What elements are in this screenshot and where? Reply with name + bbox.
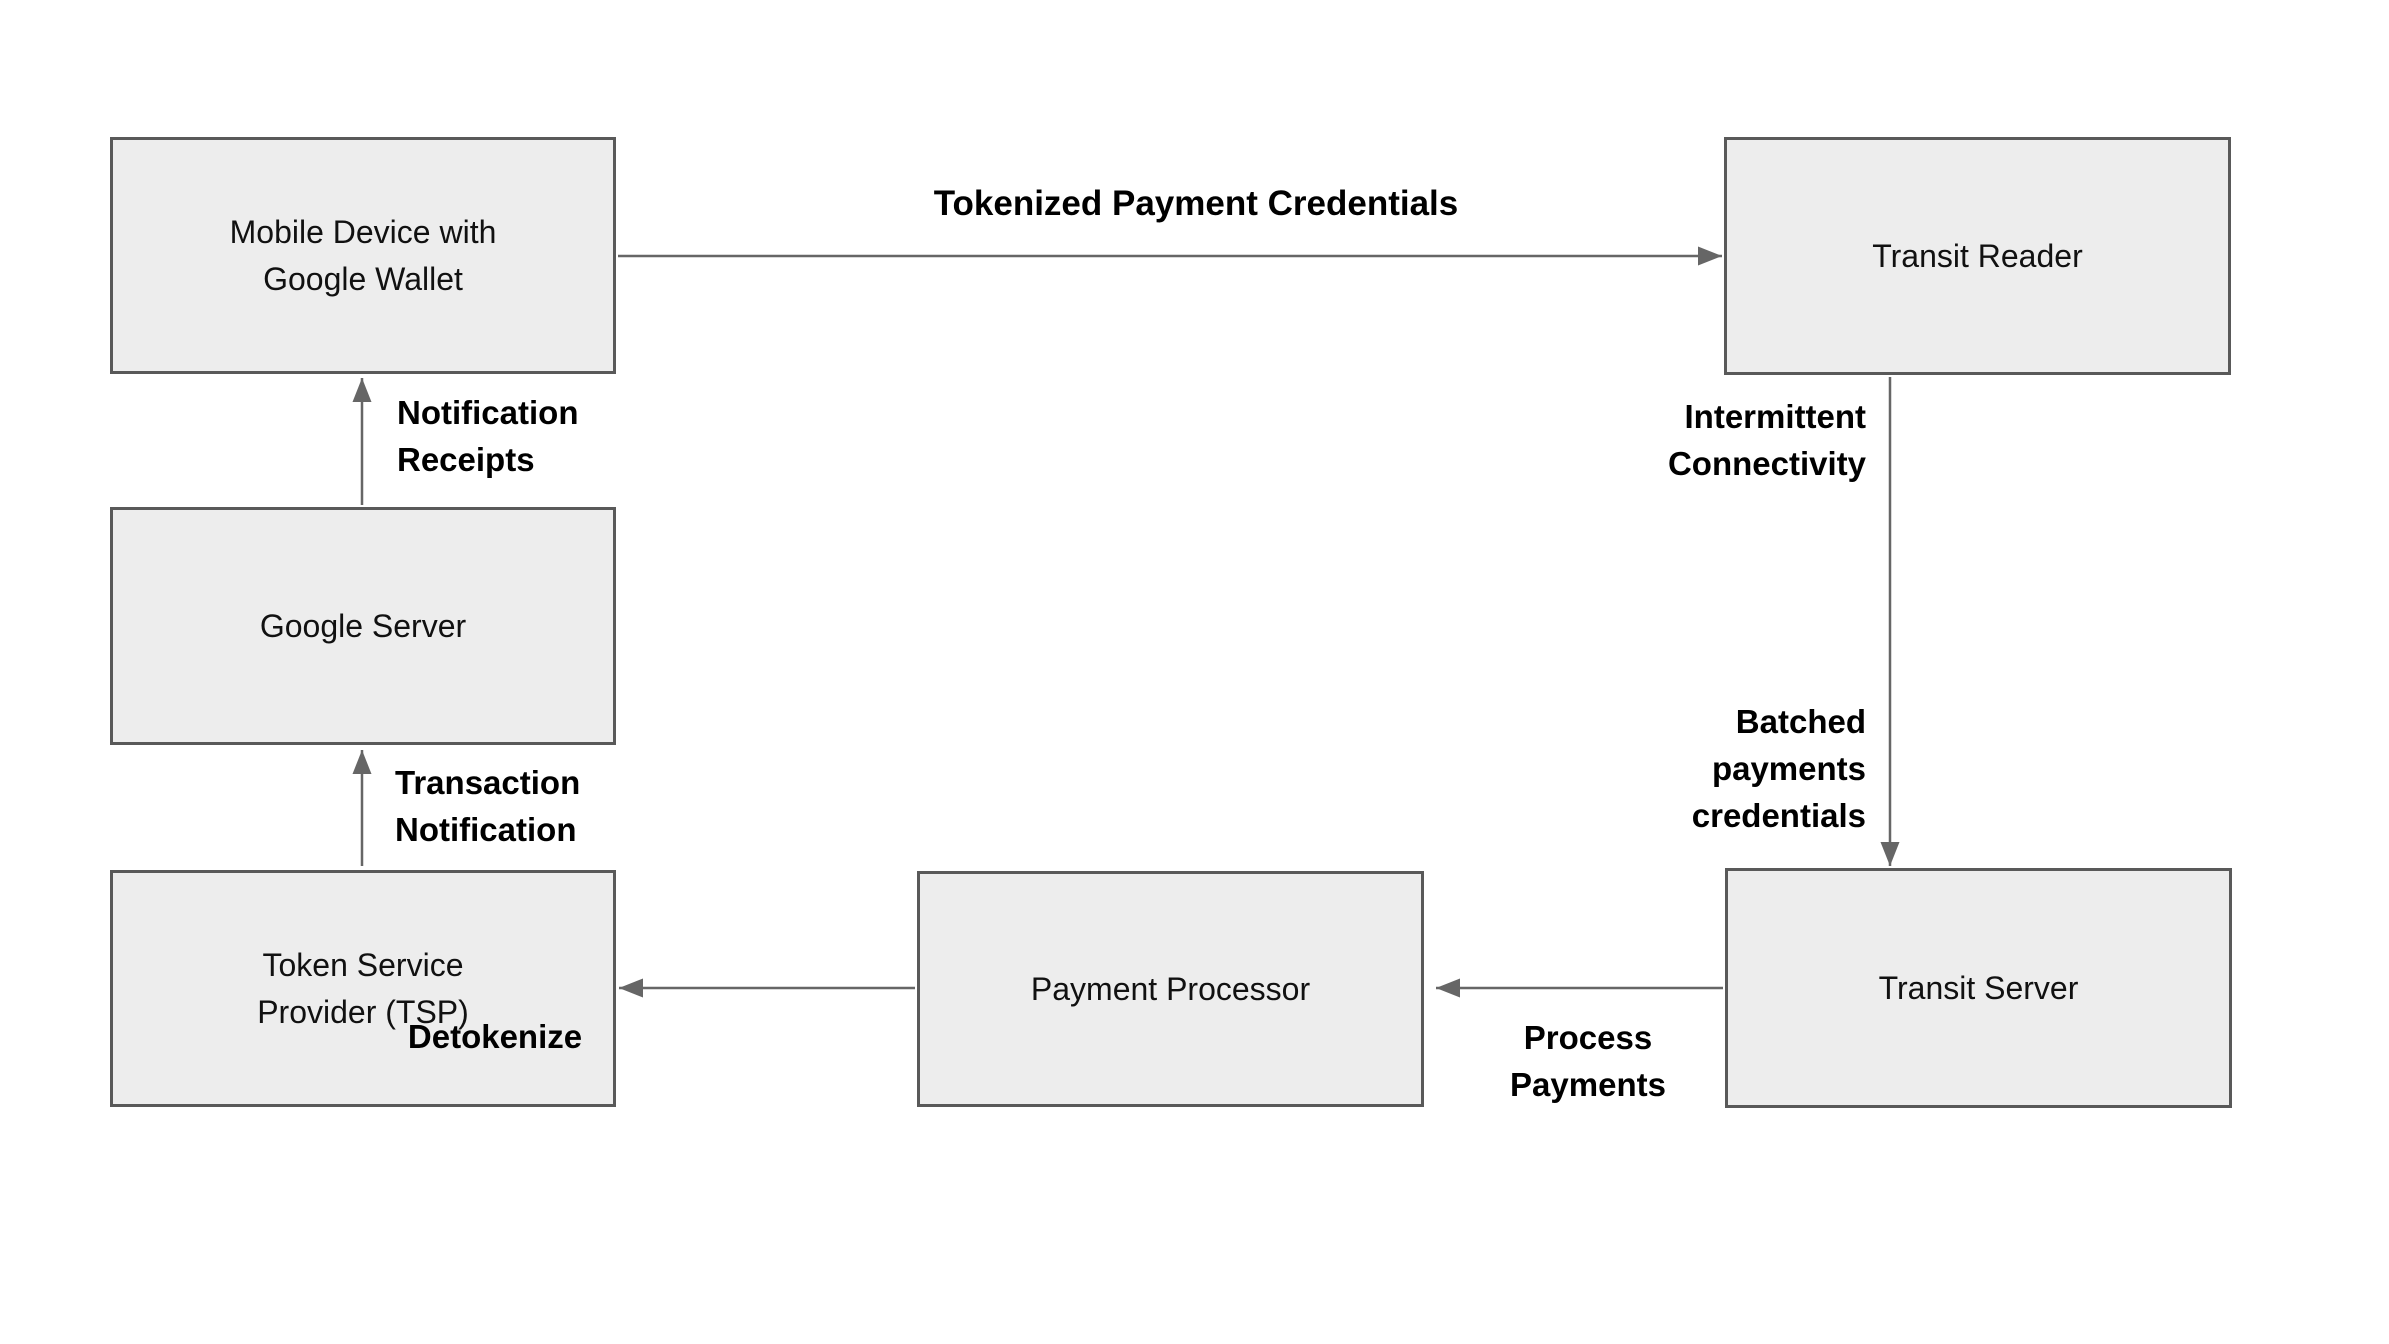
edge-label-tokenized-payment-credentials: Tokenized Payment Credentials [933,184,1459,223]
node-transit-server: Transit Server [1725,868,2232,1108]
node-token-service-provider: Token Service Provider (TSP) [110,870,616,1107]
edge-label-transaction-notification: Transaction Notification [395,764,581,848]
node-mobile-device-google-wallet: Mobile Device with Google Wallet [110,137,616,374]
edge-label-batched-payments-credentials: Batched payments credentials [1691,703,1866,834]
node-google-server: Google Server [110,507,616,745]
edge-label-intermittent-connectivity: Intermittent Connectivity [1667,398,1866,482]
node-transit-reader: Transit Reader [1724,137,2231,375]
edge-label-notification-receipts: Notification Receipts [397,394,579,478]
edge-label-process-payments: Process Payments [1510,1019,1666,1103]
node-payment-processor: Payment Processor [917,871,1424,1107]
edge-label-detokenize: Detokenize [407,1018,583,1055]
